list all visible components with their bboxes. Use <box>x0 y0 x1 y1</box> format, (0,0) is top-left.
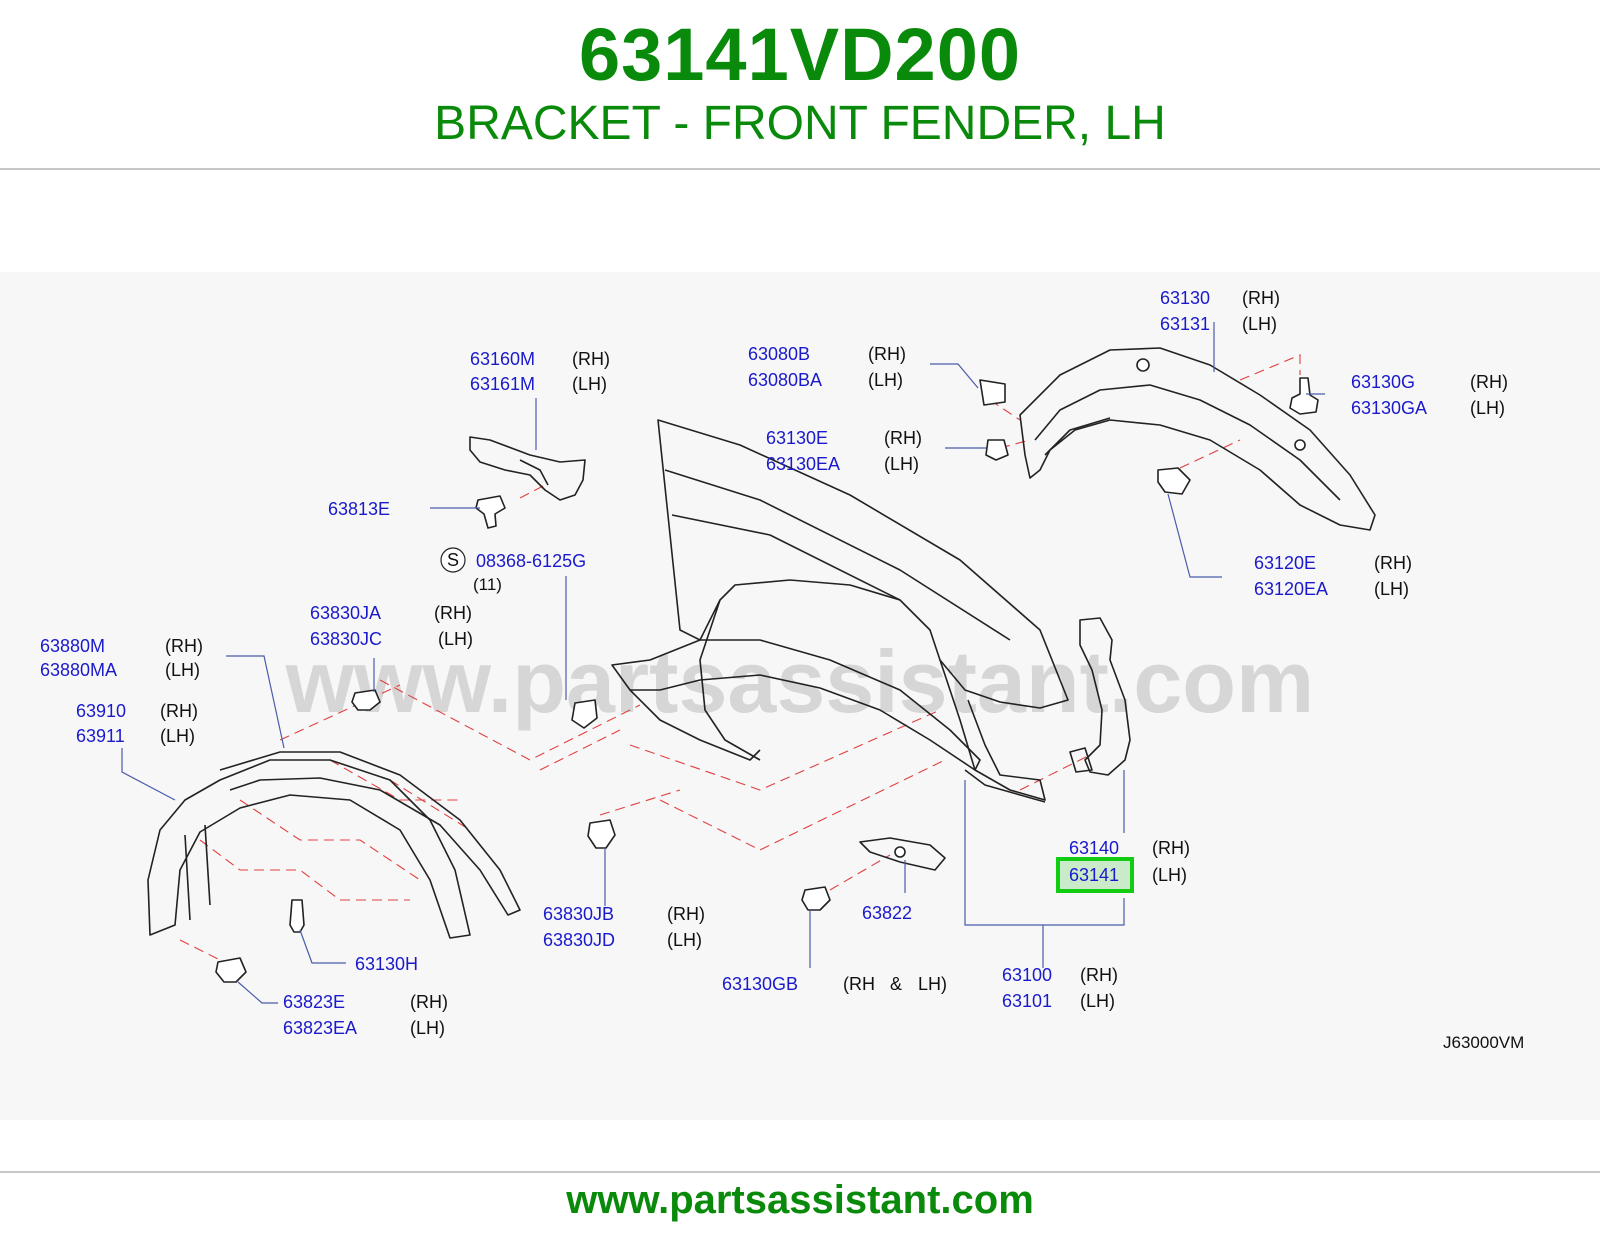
part-label-63160m[interactable]: 63160M <box>470 349 535 369</box>
side-label-lh: LH) <box>918 974 947 994</box>
fender-protector-63842[interactable] <box>1019 347 1376 531</box>
part-label-63823ea[interactable]: 63823EA <box>283 1018 357 1038</box>
clip-63830ja[interactable] <box>351 689 381 711</box>
part-label-63830jd[interactable]: 63830JD <box>543 930 615 950</box>
screw-08368-6125g[interactable] <box>571 699 598 729</box>
side-label-rh: (RH) <box>1080 965 1118 985</box>
front-fender-63100[interactable] <box>657 419 1069 803</box>
clip-63120e[interactable] <box>1157 467 1191 495</box>
clip-63823e[interactable] <box>215 957 247 983</box>
leader-lines <box>121 322 1325 1004</box>
side-label-rh: (RH) <box>1242 288 1280 308</box>
part-label-63120e[interactable]: 63120E <box>1254 553 1316 573</box>
part-label-63910[interactable]: 63910 <box>76 701 126 721</box>
part-label-63880m[interactable]: 63880M <box>40 636 105 656</box>
part-label-63830jc[interactable]: 63830JC <box>310 629 382 649</box>
diagram-reference-code: J63000VM <box>1443 1033 1524 1052</box>
side-label-lh: (LH) <box>410 1018 445 1038</box>
part-label-63130ea[interactable]: 63130EA <box>766 454 840 474</box>
side-label-lh: (LH) <box>868 370 903 390</box>
side-label-lh: (LH) <box>438 629 473 649</box>
fender-side-protector-63830[interactable] <box>611 639 981 771</box>
highlighted-part-box <box>1056 857 1134 893</box>
side-label-lh: (LH) <box>884 454 919 474</box>
clip-63080b[interactable] <box>979 379 1006 406</box>
part-label-63830jb[interactable]: 63830JB <box>543 904 614 924</box>
parts-diagram-panel: www.partsassistant.com <box>0 272 1600 1120</box>
clip-63830jb[interactable] <box>587 819 616 849</box>
bracket-63822[interactable] <box>859 837 946 871</box>
side-label-lh: (LH) <box>1374 579 1409 599</box>
part-label-63823e[interactable]: 63823E <box>283 992 345 1012</box>
part-label-63130g[interactable]: 63130G <box>1351 372 1415 392</box>
part-quantity: (11) <box>473 575 502 594</box>
side-label-rh: (RH <box>843 974 875 994</box>
part-label-63880ma[interactable]: 63880MA <box>40 660 117 680</box>
part-label-63100[interactable]: 63100 <box>1002 965 1052 985</box>
part-label-63911[interactable]: 63911 <box>76 726 125 746</box>
side-label-rh: (RH) <box>1374 553 1412 573</box>
part-label-63130e[interactable]: 63130E <box>766 428 828 448</box>
header-divider <box>0 168 1600 170</box>
footer-url-link[interactable]: www.partsassistant.com <box>566 1178 1034 1222</box>
side-label-lh: (LH) <box>165 660 200 680</box>
screw-63130h[interactable] <box>289 899 305 933</box>
part-label-63130ga[interactable]: 63130GA <box>1351 398 1427 418</box>
part-label-63830ja[interactable]: 63830JA <box>310 603 381 623</box>
fender-bracket-63160m[interactable] <box>469 436 586 501</box>
clip-63130gb[interactable] <box>801 886 831 911</box>
part-description: BRACKET - FRONT FENDER, LH <box>434 97 1166 150</box>
side-label-rh: (RH) <box>1152 838 1190 858</box>
side-label-rh: (RH) <box>165 636 203 656</box>
parts-diagram: www.partsassistant.com <box>40 288 1524 1052</box>
wheel-arch-molding-63910[interactable] <box>147 751 521 939</box>
part-label-63120ea[interactable]: 63120EA <box>1254 579 1328 599</box>
side-label-rh: (RH) <box>572 349 610 369</box>
grommet-63130e[interactable] <box>985 439 1009 461</box>
part-label-63080b[interactable]: 63080B <box>748 344 810 364</box>
clip-63130g[interactable] <box>1289 377 1319 415</box>
side-label-lh: (LH) <box>160 726 195 746</box>
side-label-rh: (RH) <box>160 701 198 721</box>
side-label-rh: (RH) <box>667 904 705 924</box>
part-label-63131[interactable]: 63131 <box>1160 314 1210 334</box>
fender-bracket-63141[interactable] <box>1069 617 1131 776</box>
side-label-lh: (LH) <box>572 374 607 394</box>
part-label-63101[interactable]: 63101 <box>1002 991 1052 1011</box>
part-label-63130[interactable]: 63130 <box>1160 288 1210 308</box>
standard-part-symbol-letter: S <box>447 550 459 570</box>
footer-divider <box>0 1171 1600 1173</box>
part-label-63822[interactable]: 63822 <box>862 903 912 923</box>
callout-labels: 63130 (RH) 63131 (LH) 63160M (RH) 63161M… <box>40 288 1524 1052</box>
assembly-lines <box>179 354 1301 961</box>
part-label-63161m[interactable]: 63161M <box>470 374 535 394</box>
side-label-lh: (LH) <box>1242 314 1277 334</box>
standard-part-symbol <box>440 547 466 573</box>
page-title: 63141VD200 <box>578 13 1022 96</box>
part-label-63141[interactable]: 63141 <box>1069 865 1119 885</box>
part-label-63130gb[interactable]: 63130GB <box>722 974 798 994</box>
side-label-amp: & <box>890 974 902 994</box>
side-label-rh: (RH) <box>868 344 906 364</box>
side-label-rh: (RH) <box>410 992 448 1012</box>
side-label-rh: (RH) <box>884 428 922 448</box>
clip-63813e[interactable] <box>475 495 506 529</box>
part-label-63813e[interactable]: 63813E <box>328 499 390 519</box>
side-label-rh: (RH) <box>1470 372 1508 392</box>
part-label-08368-6125g[interactable]: 08368-6125G <box>476 551 586 571</box>
side-label-lh: (LH) <box>1152 865 1187 885</box>
side-label-lh: (LH) <box>1470 398 1505 418</box>
side-label-lh: (LH) <box>1080 991 1115 1011</box>
watermark: www.partsassistant.com <box>285 632 1315 731</box>
part-label-63140[interactable]: 63140 <box>1069 838 1119 858</box>
side-label-lh: (LH) <box>667 930 702 950</box>
part-label-63130h[interactable]: 63130H <box>355 954 418 974</box>
part-label-63080ba[interactable]: 63080BA <box>748 370 822 390</box>
side-label-rh: (RH) <box>434 603 472 623</box>
